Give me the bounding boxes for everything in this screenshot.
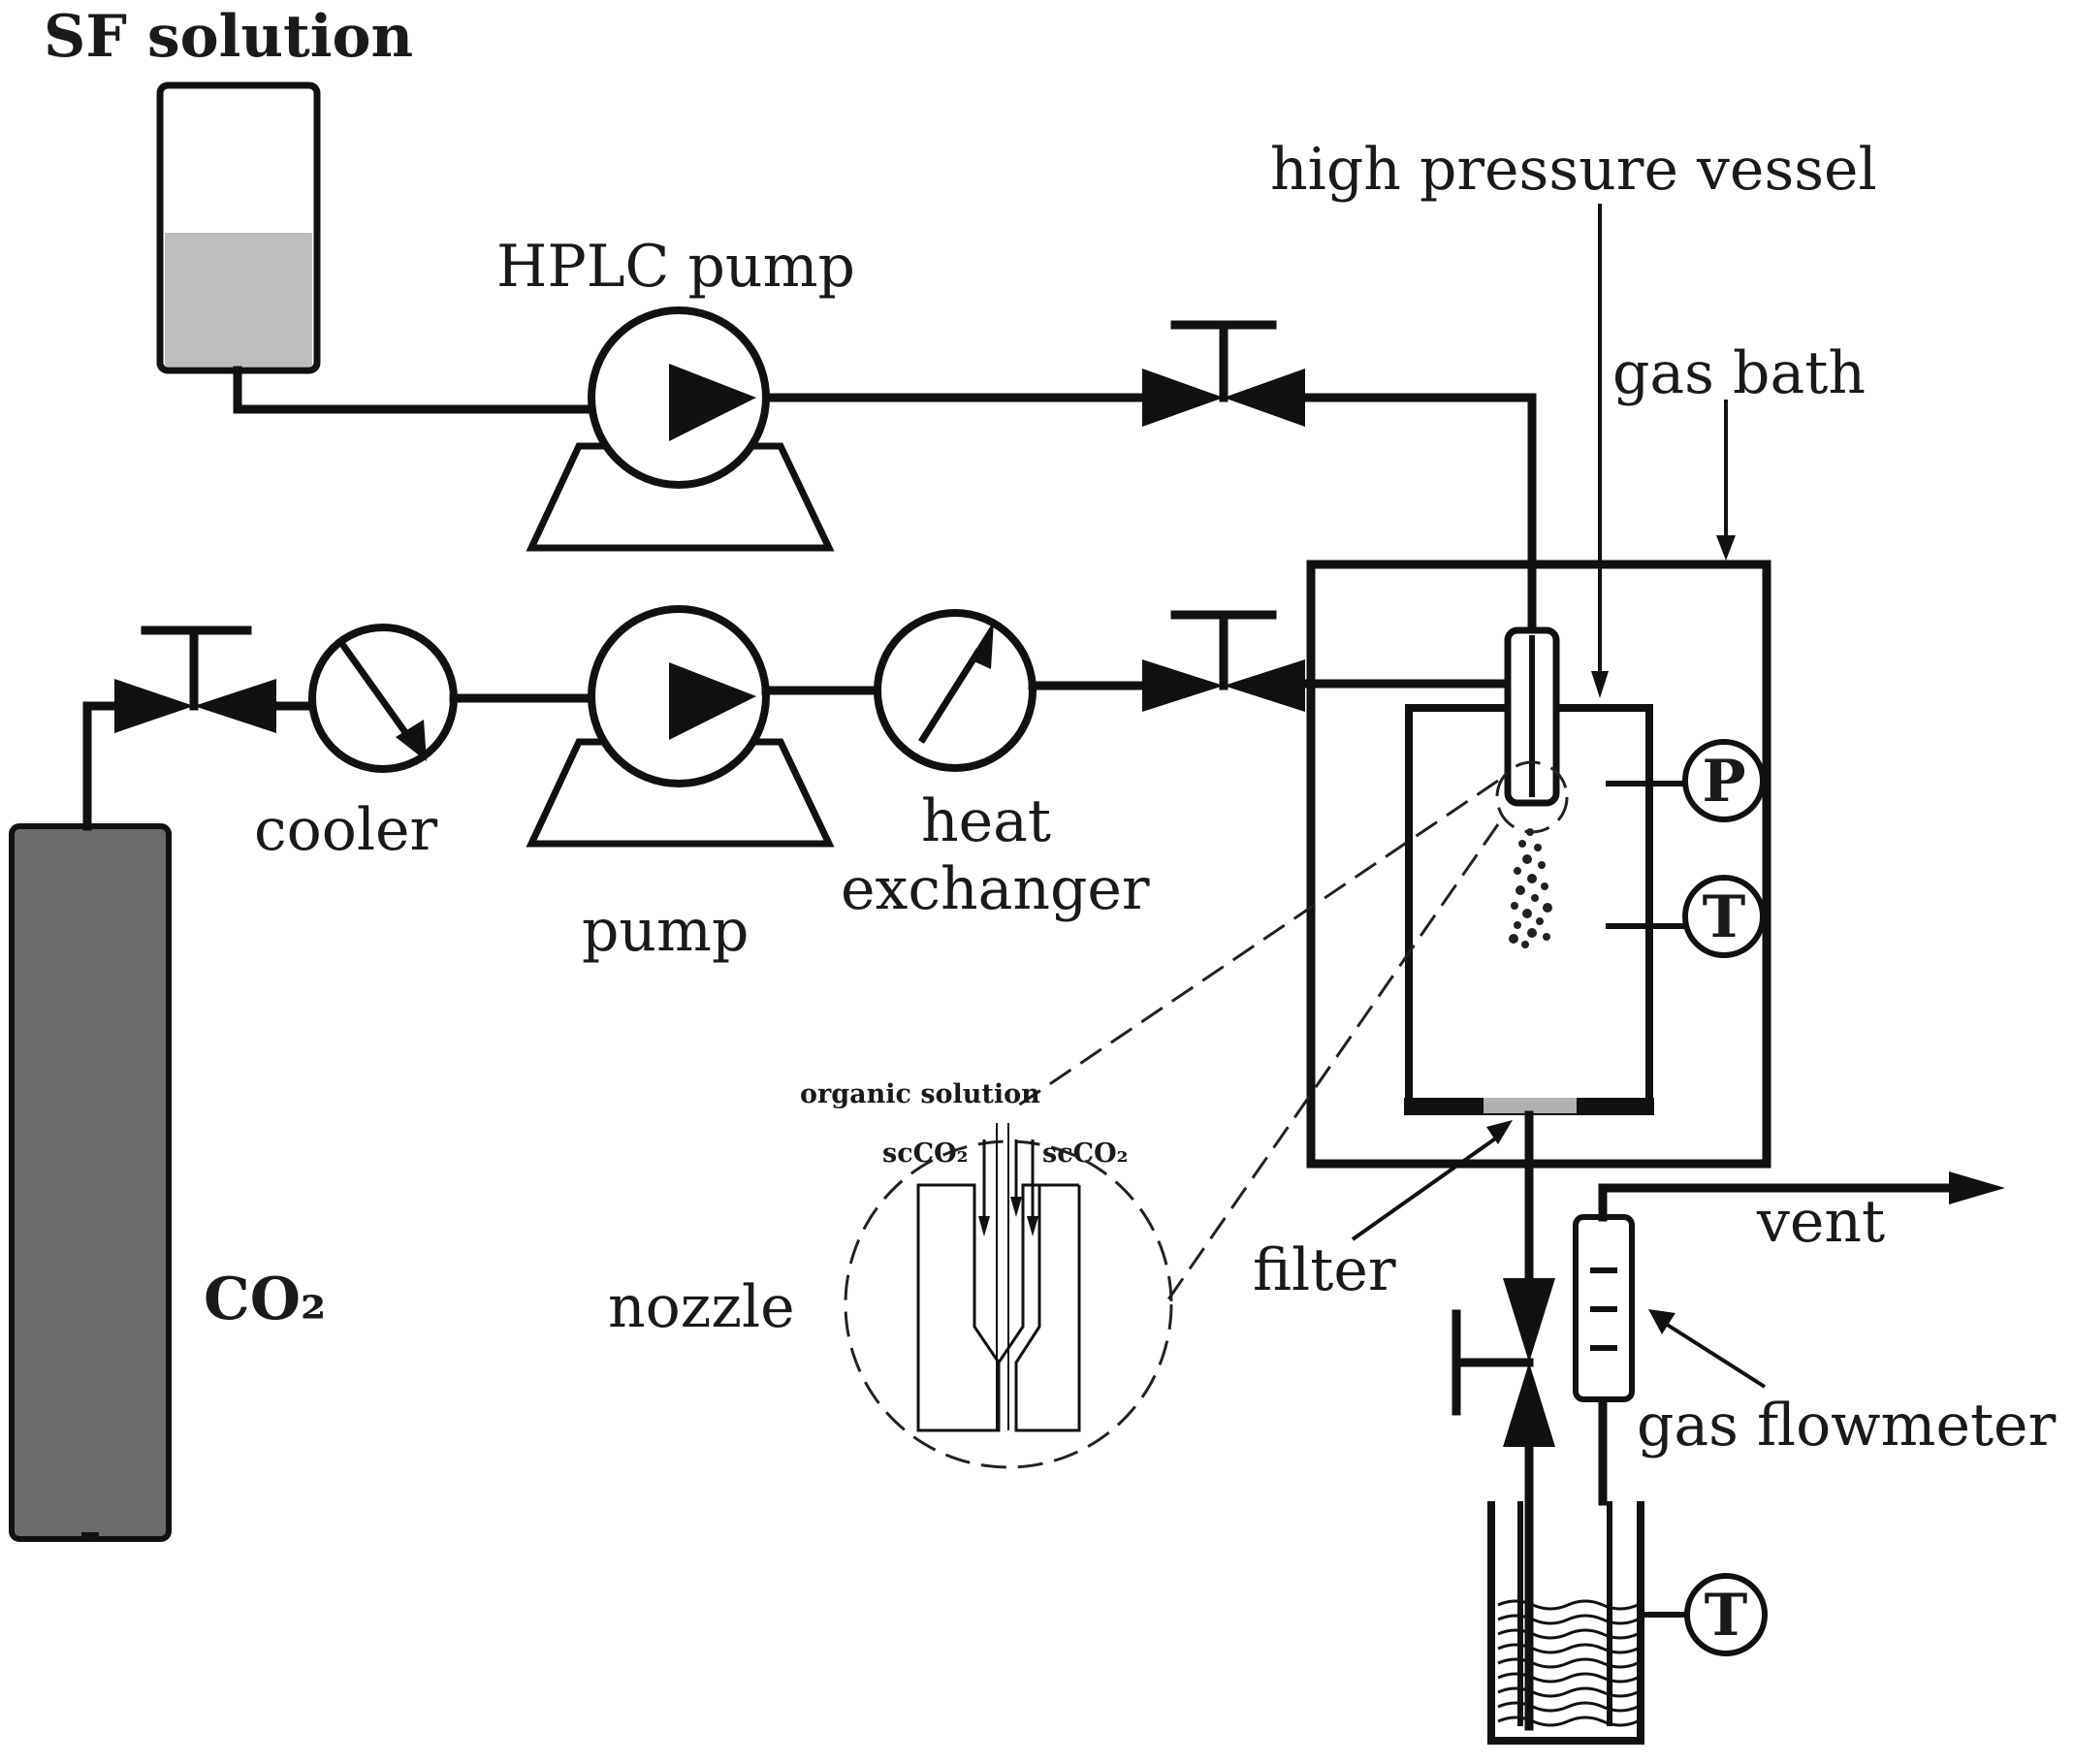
trap-temp-gauge-label: T [1705,1582,1748,1650]
gas-flowmeter [1573,1214,1635,1402]
valve-co2 [114,625,276,733]
pipe-valve-to-vessel [1294,393,1537,640]
cold-trap [1487,1501,1644,1745]
sf-solution-reservoir [156,81,321,374]
organic-solution-label: organic solution [800,1079,1040,1109]
pipe-vent [1598,1183,1968,1222]
heat-exchanger [874,609,1037,772]
sf-solution-liquid [165,233,312,367]
hplc-pump-arrow-icon [669,364,756,441]
co2-label: CO₂ [204,1266,326,1333]
cooler-label: cooler [254,796,438,864]
detail-line-upper [1017,779,1499,1107]
filter-pointer [1351,1133,1503,1241]
valve-middle [1142,610,1305,712]
vent-label: vent [1756,1188,1885,1256]
nozzle-label: nozzle [608,1273,795,1341]
trap-liquid-waves [1497,1599,1639,1727]
heat-label: heat [921,787,1051,855]
spray-particles [1509,828,1552,948]
gas-bath [1306,560,1771,1169]
pressure-gauge [1682,739,1766,822]
scco2-right-label: scCO₂ [1042,1139,1128,1169]
pipe-co2-out [82,701,125,831]
cooler [308,624,458,773]
pipe-sf-to-hplc [233,366,596,414]
co2-cylinder [9,823,172,1542]
pressure-gauge-label: P [1702,748,1745,816]
cooler-arrow-icon [396,720,427,761]
filter-label: filter [1253,1236,1396,1304]
co2-pump-arrow-icon [669,662,756,740]
vent-arrow-icon [1949,1171,2005,1204]
co2-pump [526,605,835,848]
hplc-pump [526,306,835,552]
gas-bath-label: gas bath [1612,339,1866,407]
valve-bottom [1452,1278,1555,1447]
vessel-temp-gauge-label: T [1703,883,1746,951]
detail-line-lower [1166,823,1500,1300]
high-pressure-vessel-label: high pressure vessel [1270,136,1877,204]
pump-label: pump [582,897,749,965]
vessel-temp-gauge [1682,875,1766,958]
hplc-pump-label: HPLC pump [496,233,855,301]
trap-temp-gauge [1684,1573,1768,1656]
filter-element [1484,1098,1577,1113]
sf-solution-label: SF solution [44,3,413,71]
valve-top [1142,320,1305,427]
scco2-left-label: scCO₂ [882,1139,968,1169]
nozzle-detail [844,1123,1173,1469]
flowmeter-pointer [1656,1317,1767,1389]
heat-exchanger-arrow-icon [970,621,994,669]
gas-flowmeter-label: gas flowmeter [1637,1392,2057,1459]
exchanger-label: exchanger [841,855,1150,923]
